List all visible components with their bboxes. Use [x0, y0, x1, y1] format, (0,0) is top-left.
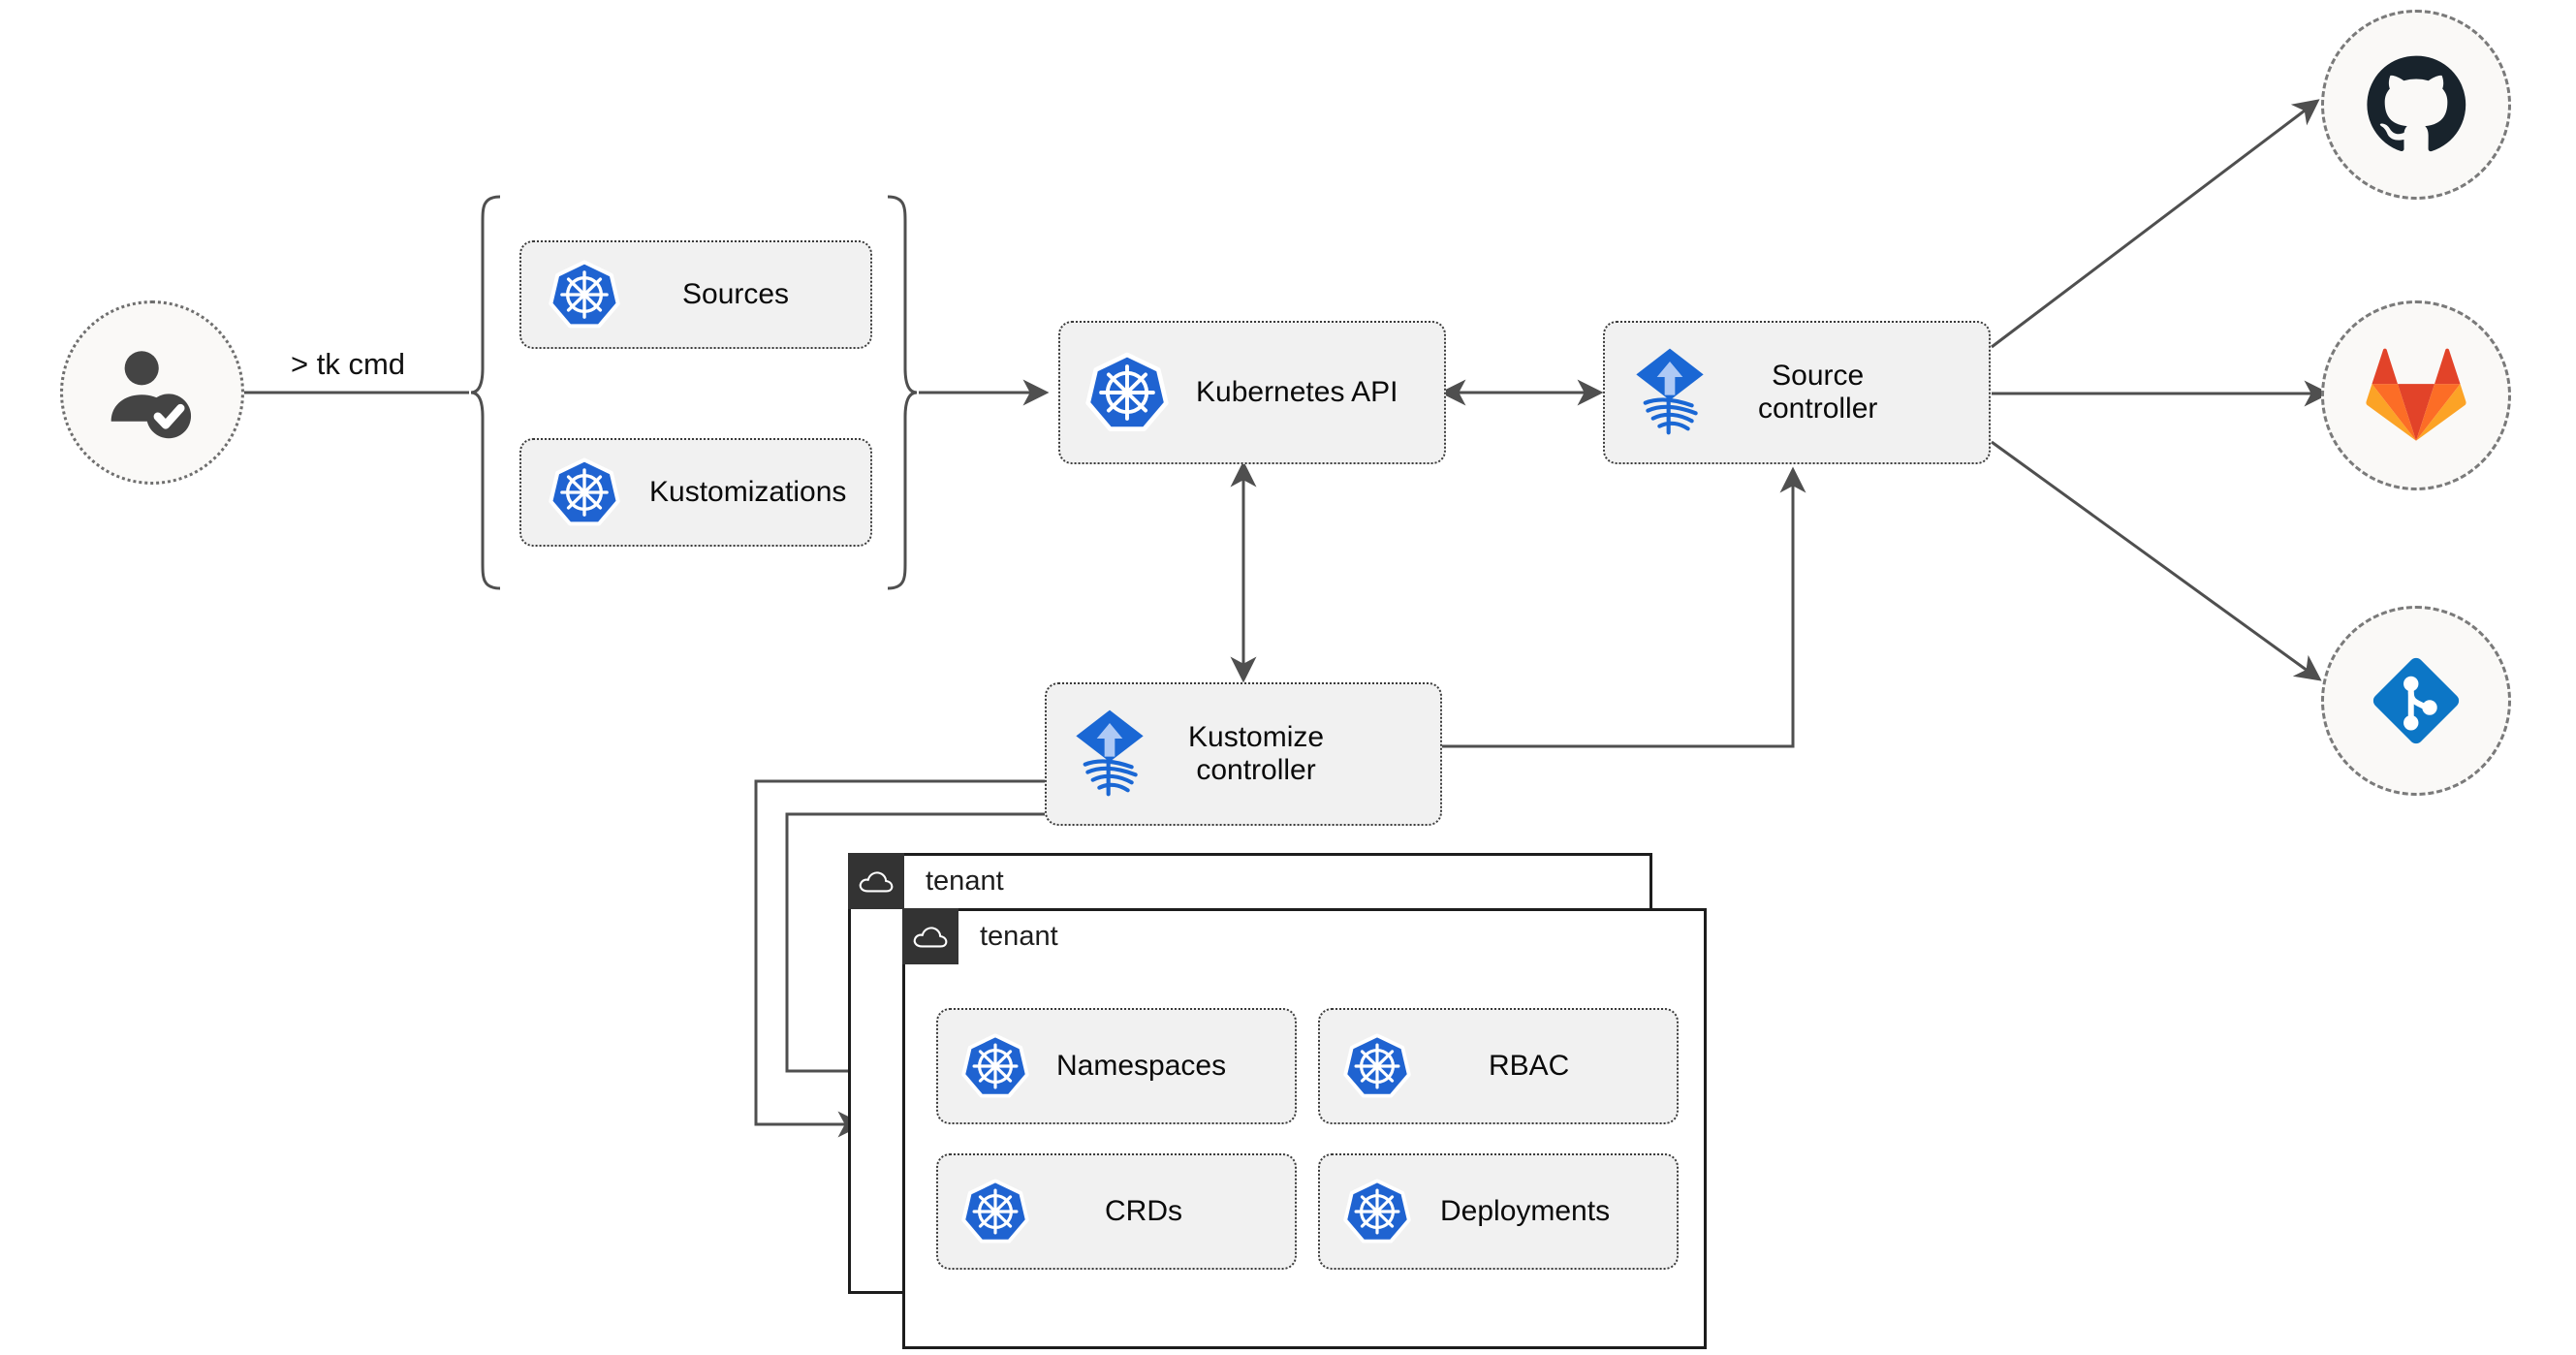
user-check-icon [110, 351, 192, 439]
kubernetes-icon [1343, 1179, 1411, 1244]
edge-source-to-git [1991, 440, 2322, 681]
node-sources[interactable]: Sources [519, 240, 872, 349]
crd-group-brace-right [887, 195, 918, 590]
git-icon [2372, 657, 2460, 744]
provider-git[interactable] [2321, 606, 2511, 796]
github-icon [2367, 55, 2466, 152]
tenant-label: tenant [980, 920, 1058, 952]
crd-group-brace-left [470, 195, 501, 590]
node-kustomize-controller[interactable]: Kustomize controller [1045, 682, 1442, 826]
kubernetes-icon [1343, 1033, 1411, 1098]
kubernetes-icon [1085, 352, 1169, 431]
cloud-icon [902, 908, 958, 964]
kubernetes-icon [961, 1033, 1029, 1098]
gitlab-icon [2366, 348, 2466, 441]
flux-icon [1076, 709, 1144, 797]
node-label: Namespaces [1056, 1049, 1227, 1082]
node-label: RBAC [1489, 1049, 1570, 1082]
kubernetes-icon [961, 1179, 1029, 1244]
node-deployments[interactable]: Deployments [1318, 1153, 1679, 1270]
edge-kustomize-to-source [1441, 466, 1806, 748]
node-label: CRDs [1105, 1194, 1182, 1227]
node-namespaces[interactable]: Namespaces [936, 1008, 1297, 1124]
tenant-tab: tenant [848, 853, 1004, 909]
node-crds[interactable]: CRDs [936, 1153, 1297, 1270]
node-label: Kustomize controller [1188, 720, 1325, 787]
node-label: Sources [682, 277, 790, 310]
node-source-controller[interactable]: Source controller [1603, 321, 1991, 464]
kubernetes-icon [549, 457, 620, 526]
tenant-tab: tenant [902, 908, 1058, 964]
edge-source-to-github [1991, 99, 2320, 349]
tenant-cluster-front[interactable]: tenant Namespaces [902, 908, 1707, 1349]
tenant-label: tenant [926, 865, 1004, 897]
node-kubernetes-api[interactable]: Kubernetes API [1058, 321, 1446, 464]
flux-icon [1636, 348, 1704, 435]
node-rbac[interactable]: RBAC [1318, 1008, 1679, 1124]
provider-github[interactable] [2321, 10, 2511, 200]
node-label: Kustomizations [649, 475, 847, 508]
node-label: Source controller [1758, 359, 1878, 425]
node-label: Deployments [1440, 1194, 1611, 1227]
cloud-icon [848, 853, 904, 909]
command-label: > tk cmd [291, 347, 406, 381]
node-label: Kubernetes API [1196, 375, 1398, 408]
provider-gitlab[interactable] [2321, 300, 2511, 490]
actor-circle [60, 300, 244, 485]
kubernetes-icon [549, 260, 620, 329]
node-kustomizations[interactable]: Kustomizations [519, 438, 872, 547]
